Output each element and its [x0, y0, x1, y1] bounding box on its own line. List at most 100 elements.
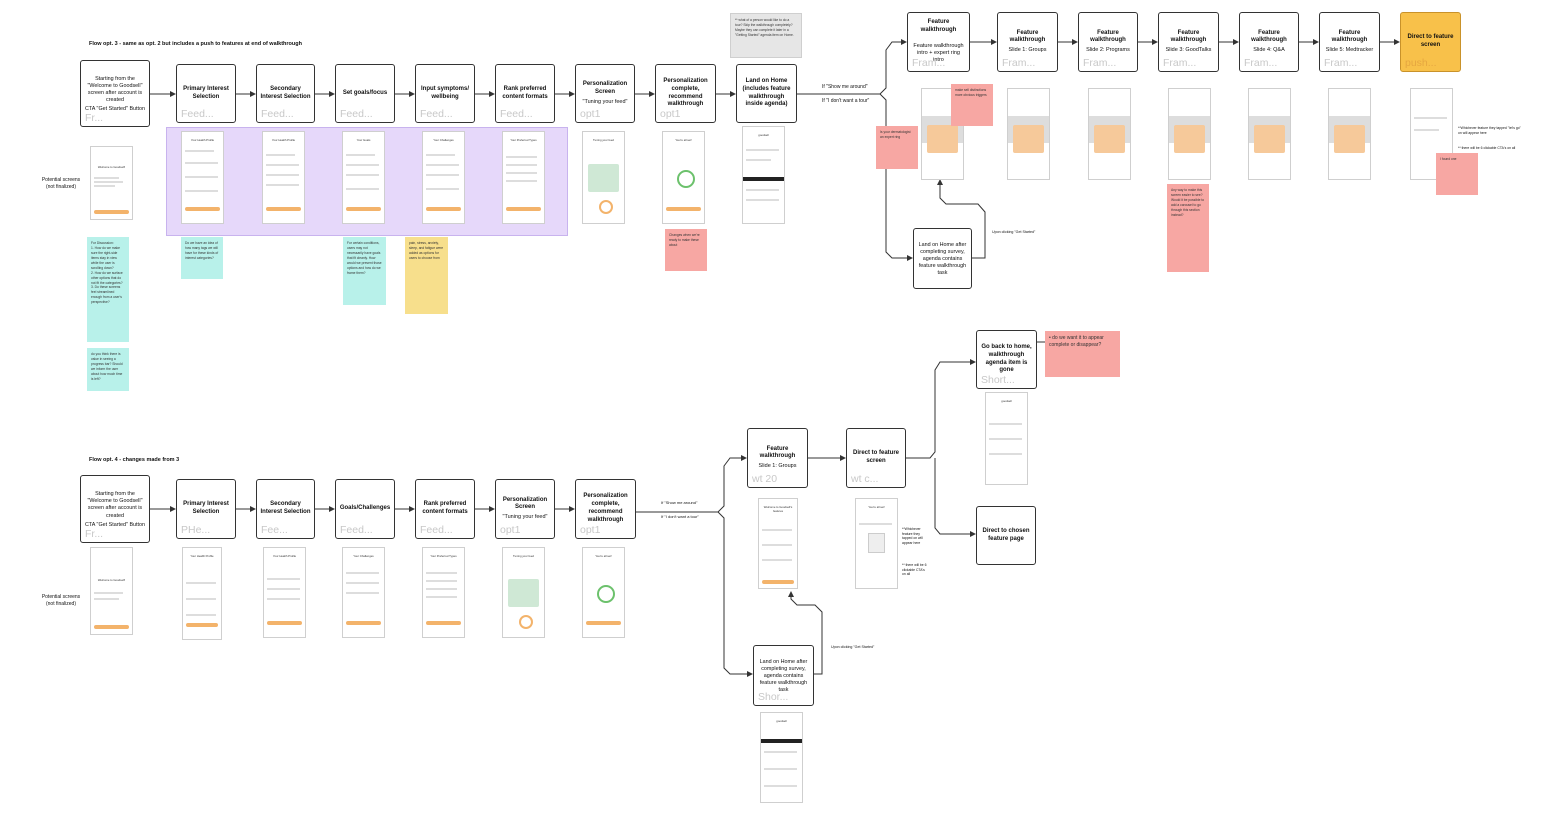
node-title: Land on Home after completing survey, ag… — [918, 241, 967, 277]
flow3-walkthrough-medtracker-node[interactable]: Feature walkthrough Slide 5: Medtracker … — [1319, 12, 1380, 72]
node-ghost-label: Fram... — [1324, 57, 1358, 69]
sticky-text: pain, stress, anxiety, sleep, and fatigu… — [409, 241, 444, 260]
flow4-potential-screens-label: Potential screens (not finalized) — [30, 594, 92, 608]
flow3-goals-node[interactable]: Set goals/focus Feed... — [335, 64, 395, 123]
phone-title: You're all set! — [868, 505, 885, 509]
f4-phone-welcome: Welcome to Goodsell! — [90, 547, 133, 635]
sticky-text: make sell distinctions more obvious trig… — [955, 88, 987, 97]
node-title: Starting from the "Welcome to Goodsell" … — [87, 75, 143, 103]
node-ghost-label: Feed... — [261, 108, 294, 120]
flow3-personalization-complete-node[interactable]: Personalization complete, recommend walk… — [655, 64, 716, 123]
sticky-expert-ring: Is your dermatologist an expert ring — [876, 126, 918, 169]
flow4-edge-label-upon: Upon clicking "Get Started" — [831, 645, 875, 649]
sticky-progress-bar: do you think there is value in seeing a … — [87, 348, 129, 391]
node-subtitle: Slide 3: GoodTalks — [1165, 47, 1212, 54]
phone-title: You're all set! — [675, 138, 692, 142]
node-title: Primary Interest Selection — [183, 85, 229, 100]
f4-phone-feature: You're all set! — [855, 498, 898, 589]
node-ghost-label: Fram... — [1163, 57, 1197, 69]
node-ghost-label: Feed... — [340, 524, 373, 536]
flow4-direct-feature-node[interactable]: Direct to feature screen wt c... — [846, 428, 906, 488]
phone-primary-interest: Your Health Profile — [181, 131, 224, 224]
phone-goals: Your Goals — [342, 131, 385, 224]
node-subtitle: Slide 1: Groups — [1008, 47, 1047, 54]
node-subtitle: CTA "Get Started" Button — [84, 521, 146, 528]
flow3-symptoms-node[interactable]: Input symptoms/ wellbeing Feed... — [415, 64, 475, 123]
flow4-land-task-node[interactable]: Land on Home after completing survey, ag… — [753, 645, 814, 706]
flow4-personalization-node[interactable]: Personalization Screen "Tuning your feed… — [495, 479, 555, 539]
flow3-walkthrough-goodtalks-node[interactable]: Feature walkthrough Slide 3: GoodTalks F… — [1158, 12, 1219, 72]
phone-home: goodsell — [742, 126, 785, 224]
phone-walkthrough-goodtalks — [1168, 88, 1211, 180]
flow3-walkthrough-programs-node[interactable]: Feature walkthrough Slide 2: Programs Fr… — [1078, 12, 1138, 72]
node-ghost-label: opt1 — [660, 108, 681, 120]
node-ghost-label: opt1 — [580, 108, 601, 120]
node-subtitle: Slide 5: Medtracker — [1325, 47, 1374, 54]
sticky-symptoms-added: pain, stress, anxiety, sleep, and fatigu… — [405, 237, 448, 314]
flow3-walkthrough-qa-node[interactable]: Feature walkthrough Slide 4: Q&A Fram... — [1239, 12, 1299, 72]
node-title: Personalization complete, recommend walk… — [663, 77, 708, 108]
bullet-text: do we want it to appear complete or disa… — [1049, 335, 1104, 348]
phone-title: Tuning your feed — [513, 554, 534, 558]
flow4-primary-interest-node[interactable]: Primary Interest Selection PHe... — [176, 479, 236, 539]
flow4-walkthrough-groups-node[interactable]: Feature walkthrough Slide 1: Groups wt 2… — [747, 428, 808, 488]
node-subtitle: Slide 4: Q&A — [1253, 47, 1285, 54]
feature-note-1: **Whichever feature they tapped "let's g… — [1458, 126, 1521, 135]
flow4-chosen-feature-node[interactable]: Direct to chosen feature page — [976, 506, 1036, 565]
flow3-primary-interest-node[interactable]: Primary Interest Selection Feed... — [176, 64, 236, 123]
phone-symptoms: Your Challenges — [422, 131, 465, 224]
flow4-goals-node[interactable]: Goals/Challenges Feed... — [335, 479, 395, 539]
node-title: Feature walkthrough — [1251, 29, 1287, 44]
sticky-conditions: For certain conditions, users may not ne… — [343, 237, 386, 305]
sticky-discussion: For Discussion: 1. How do we make sure t… — [87, 237, 129, 342]
sticky-grey-tour: ** what of a person would like to do a t… — [730, 13, 802, 58]
phone-home-after: goodsell — [985, 392, 1028, 485]
flow4-personalization-complete-node[interactable]: Personalization complete, recommend walk… — [575, 479, 636, 539]
node-subtitle: Slide 2: Programs — [1086, 47, 1130, 54]
f4-phone-challenges: Your Challenges — [342, 547, 385, 638]
node-ghost-label: push... — [1405, 57, 1437, 69]
phone-title: Your Challenges — [433, 138, 454, 142]
node-title: Set goals/focus — [342, 89, 388, 96]
flow3-start-node[interactable]: Starting from the "Welcome to Goodsell" … — [80, 60, 150, 127]
flow4-secondary-interest-node[interactable]: Secondary Interest Selection Fee... — [256, 479, 315, 539]
f4-phone-secondary: Your Health Profile — [263, 547, 306, 638]
sticky-found-one: I found one — [1436, 153, 1478, 195]
node-title: Feature walkthrough — [1009, 29, 1046, 44]
node-title: Feature walkthrough — [1170, 29, 1207, 44]
edge-label-no-tour: If "I don't want a tour" — [822, 98, 870, 104]
phone-title: Your Challenges — [353, 554, 374, 558]
flow3-walkthrough-intro-node[interactable]: Feature walkthrough Feature walkthrough … — [907, 12, 970, 72]
flow3-direct-feature-node[interactable]: Direct to feature screen push... — [1400, 12, 1461, 72]
node-title: Input symptoms/ wellbeing — [420, 85, 469, 100]
f4-phone-primary: Your Health Profile — [182, 547, 222, 640]
f4-phone-tuning: Tuning your feed — [502, 547, 545, 638]
node-title: Personalization Screen — [582, 81, 628, 95]
f4-phone-formats: Your Preferred Types — [422, 547, 465, 638]
sticky-triggers: make sell distinctions more obvious trig… — [951, 84, 993, 126]
node-ghost-label: Fr... — [85, 528, 104, 540]
flow3-land-home-node[interactable]: Land on Home (includes feature walkthrou… — [736, 64, 797, 123]
flow3-potential-screens-label: Potential screens (not finalized) — [30, 177, 92, 191]
flow3-walkthrough-groups-node[interactable]: Feature walkthrough Slide 1: Groups Fram… — [997, 12, 1058, 72]
phone-walkthrough-programs — [1088, 88, 1131, 180]
phone-title: You're all set! — [595, 554, 612, 558]
node-ghost-label: Fram... — [1083, 57, 1117, 69]
flow3-secondary-interest-node[interactable]: Secondary Interest Selection Feed... — [256, 64, 315, 123]
node-ghost-label: Fee... — [261, 524, 288, 536]
node-title: Direct to feature screen — [1407, 34, 1454, 48]
sticky-text: Changes when we're ready to make these a… — [669, 233, 700, 247]
node-title: Feature walkthrough — [1331, 29, 1368, 44]
node-title: Personalization Screen — [502, 496, 548, 511]
flow3-back-home-node[interactable]: Go back to home, walkthrough agenda item… — [976, 330, 1037, 389]
phone-title: Your Health Profile — [190, 138, 215, 142]
flow3-rank-formats-node[interactable]: Rank preferred content formats Feed... — [495, 64, 555, 123]
flow4-rank-formats-node[interactable]: Rank preferred content formats Feed... — [415, 479, 475, 539]
phone-title: goodsell — [1001, 399, 1012, 403]
node-title: Rank preferred content formats — [422, 501, 468, 515]
flow3-land-task-node[interactable]: Land on Home after completing survey, ag… — [913, 228, 972, 289]
flow3-personalization-node[interactable]: Personalization Screen "Tuning your feed… — [575, 64, 635, 123]
flow3-title: Flow opt. 3 - same as opt. 2 but include… — [89, 41, 302, 47]
flow4-start-node[interactable]: Starting from the "Welcome to Goodsell" … — [80, 475, 150, 543]
